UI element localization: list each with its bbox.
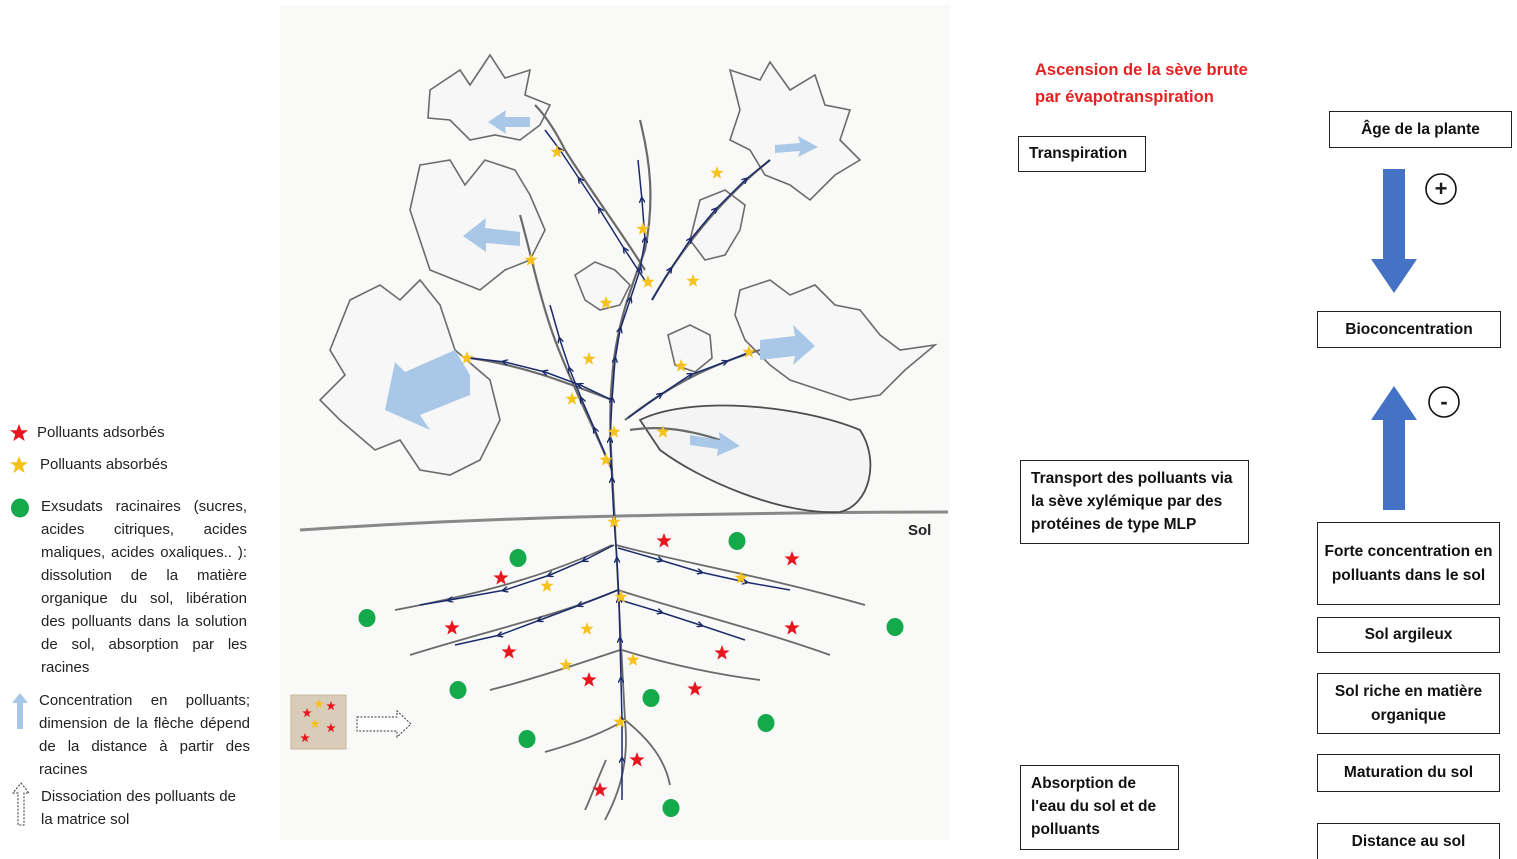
factor-distance-to-soil: Distance au sol bbox=[1317, 823, 1500, 859]
blue-arrow-fruit bbox=[690, 432, 740, 456]
sap-title-line2: par évapotranspiration bbox=[1035, 88, 1214, 106]
sap-ascension-title: Ascension de la sève brute par évapotran… bbox=[1035, 57, 1248, 111]
up-arrow-blue bbox=[1371, 386, 1417, 510]
absorption-box: Absorption de l'eau du sol et de polluan… bbox=[1020, 765, 1179, 850]
red-star-icon bbox=[10, 424, 28, 441]
legend-concentration-label: Concentration en polluants; dimension de… bbox=[39, 692, 250, 778]
zucchini-fruit bbox=[638, 404, 872, 514]
legend-exudates-label: Exsudats racinaires (sucres, acides citr… bbox=[41, 498, 247, 676]
green-dot-icon bbox=[11, 498, 29, 518]
legend-dissociation-label: Dissociation des polluants de la matrice… bbox=[41, 788, 236, 828]
minus-sign: - bbox=[1440, 389, 1448, 414]
sap-title-line1: Ascension de la sève brute bbox=[1035, 61, 1248, 79]
plus-sign: + bbox=[1434, 176, 1448, 201]
blue-arrow-right bbox=[760, 325, 815, 365]
legend-absorbed-label: Polluants absorbés bbox=[40, 456, 168, 473]
legend: Polluants adsorbés Polluants absorbés Ex… bbox=[0, 410, 260, 840]
down-arrow-blue bbox=[1371, 169, 1417, 293]
plant-diagram bbox=[280, 5, 950, 840]
soil-label: Sol bbox=[908, 522, 932, 539]
plus-circle-icon bbox=[1425, 173, 1457, 205]
leaf-right bbox=[734, 279, 938, 401]
dissociation-arrow bbox=[356, 709, 412, 739]
light-blue-arrow-icon bbox=[12, 693, 28, 729]
transport-box: Transport des polluants via la sève xylé… bbox=[1020, 460, 1249, 544]
blue-arrow-mid-left bbox=[463, 218, 520, 252]
blue-arrow-top-left bbox=[488, 110, 530, 134]
plant-age-box: Âge de la plante bbox=[1329, 111, 1512, 148]
blue-arrow-top-right bbox=[775, 136, 818, 157]
soil-matrix-sample bbox=[290, 694, 347, 750]
yellow-star-icon bbox=[10, 456, 28, 473]
absorbed-stars bbox=[460, 145, 756, 728]
root-exudates bbox=[358, 532, 904, 817]
bioconcentration-box: Bioconcentration bbox=[1317, 311, 1501, 348]
factor-organic-soil: Sol riche en matière organique bbox=[1317, 673, 1500, 734]
minus-circle-icon bbox=[1428, 386, 1460, 418]
factor-soil-maturation: Maturation du sol bbox=[1317, 754, 1500, 792]
adsorbed-stars bbox=[444, 533, 800, 797]
blue-arrow-big-left bbox=[385, 350, 470, 430]
transpiration-box: Transpiration bbox=[1018, 136, 1146, 172]
legend-adsorbed-label: Polluants adsorbés bbox=[37, 424, 165, 441]
hollow-arrow-icon bbox=[11, 782, 31, 826]
factor-clay-soil: Sol argileux bbox=[1317, 617, 1500, 653]
xylem-vessels bbox=[419, 129, 791, 800]
concentration-arrows bbox=[385, 110, 818, 456]
factor-high-concentration: Forte concentration en polluants dans le… bbox=[1317, 522, 1500, 605]
